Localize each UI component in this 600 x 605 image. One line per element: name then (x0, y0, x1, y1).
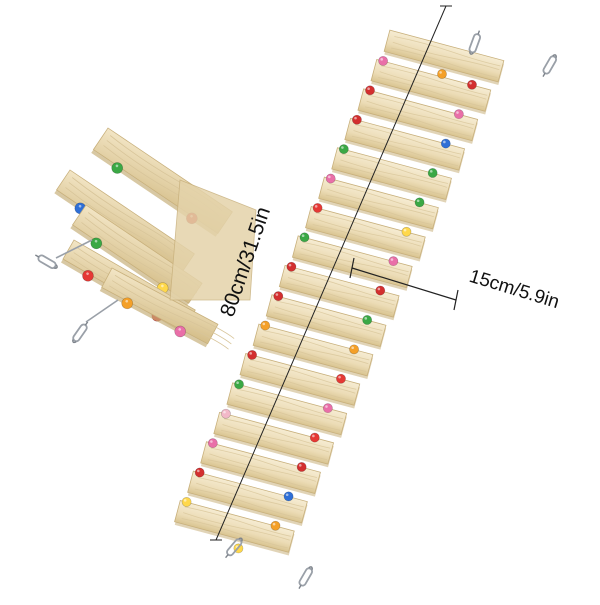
wooden-bead (349, 344, 359, 355)
wooden-bead (414, 197, 425, 208)
rolled-ladder (34, 127, 257, 350)
ladder-rung (344, 117, 466, 174)
flat-ladder (174, 29, 558, 590)
wooden-bead (283, 491, 294, 502)
wooden-bead (174, 325, 186, 338)
wooden-bead (440, 138, 451, 149)
ladder-rung (226, 382, 348, 438)
ladder-rung (278, 264, 400, 321)
metal-hook-icon (72, 321, 89, 344)
wooden-bead (362, 315, 373, 325)
width-dimension-line (351, 267, 457, 301)
width-end-tick (349, 257, 355, 279)
ladder-rung (318, 176, 439, 233)
wooden-bead (309, 432, 320, 443)
wooden-bead (325, 173, 336, 184)
ladder-rung (200, 441, 321, 497)
metal-hook-icon (34, 254, 58, 270)
wooden-bead (312, 203, 323, 213)
wooden-bead (299, 232, 310, 243)
wooden-bead (322, 403, 333, 414)
wooden-bead (181, 497, 192, 507)
ladder-rung (213, 411, 335, 468)
wooden-bead (467, 79, 477, 90)
wooden-bead (260, 320, 271, 331)
ladder-rung (383, 29, 505, 86)
wooden-bead (378, 56, 389, 66)
wooden-bead (194, 467, 205, 478)
wooden-bead (296, 462, 307, 472)
wooden-bead (273, 291, 284, 302)
wooden-bead (352, 114, 362, 125)
ladder-rung (174, 500, 295, 556)
ladder-rung (331, 147, 452, 203)
dimension-lines (210, 5, 459, 541)
wooden-bead (365, 85, 375, 96)
wooden-bead (286, 261, 297, 272)
wooden-bead (121, 297, 134, 310)
metal-hook-icon (468, 30, 482, 55)
ladder-rung (265, 294, 387, 350)
wooden-bead (453, 109, 464, 120)
wooden-bead (437, 69, 447, 79)
wooden-bead (82, 269, 94, 282)
width-end-tick (453, 289, 459, 311)
wooden-bead (388, 256, 399, 267)
wooden-bead (401, 226, 412, 237)
metal-hook-icon (298, 566, 314, 590)
ladder-rung (370, 59, 492, 115)
wooden-bead (336, 373, 346, 384)
length-dimension-line (215, 5, 447, 541)
wooden-bead (234, 379, 244, 390)
ladder-rung (252, 323, 374, 380)
hook-wire (55, 239, 93, 259)
wooden-bead (221, 408, 231, 419)
rolled-rung (99, 267, 235, 350)
wooden-bead (247, 350, 258, 360)
ladder-rung (187, 470, 308, 527)
rolled-side (169, 179, 257, 301)
wooden-bead (338, 144, 349, 155)
wooden-bead (111, 162, 124, 174)
wooden-bead (270, 520, 281, 531)
ladder-rung (357, 88, 479, 144)
wooden-bead (427, 168, 438, 178)
hook-wire (85, 299, 119, 323)
rolled-rung (70, 204, 203, 307)
metal-hook-icon (225, 537, 243, 559)
wooden-bead (207, 438, 218, 449)
ladder-rung (239, 353, 361, 409)
ladder-rung (305, 206, 426, 262)
metal-hook-icon (542, 54, 558, 78)
wooden-bead (375, 285, 386, 296)
